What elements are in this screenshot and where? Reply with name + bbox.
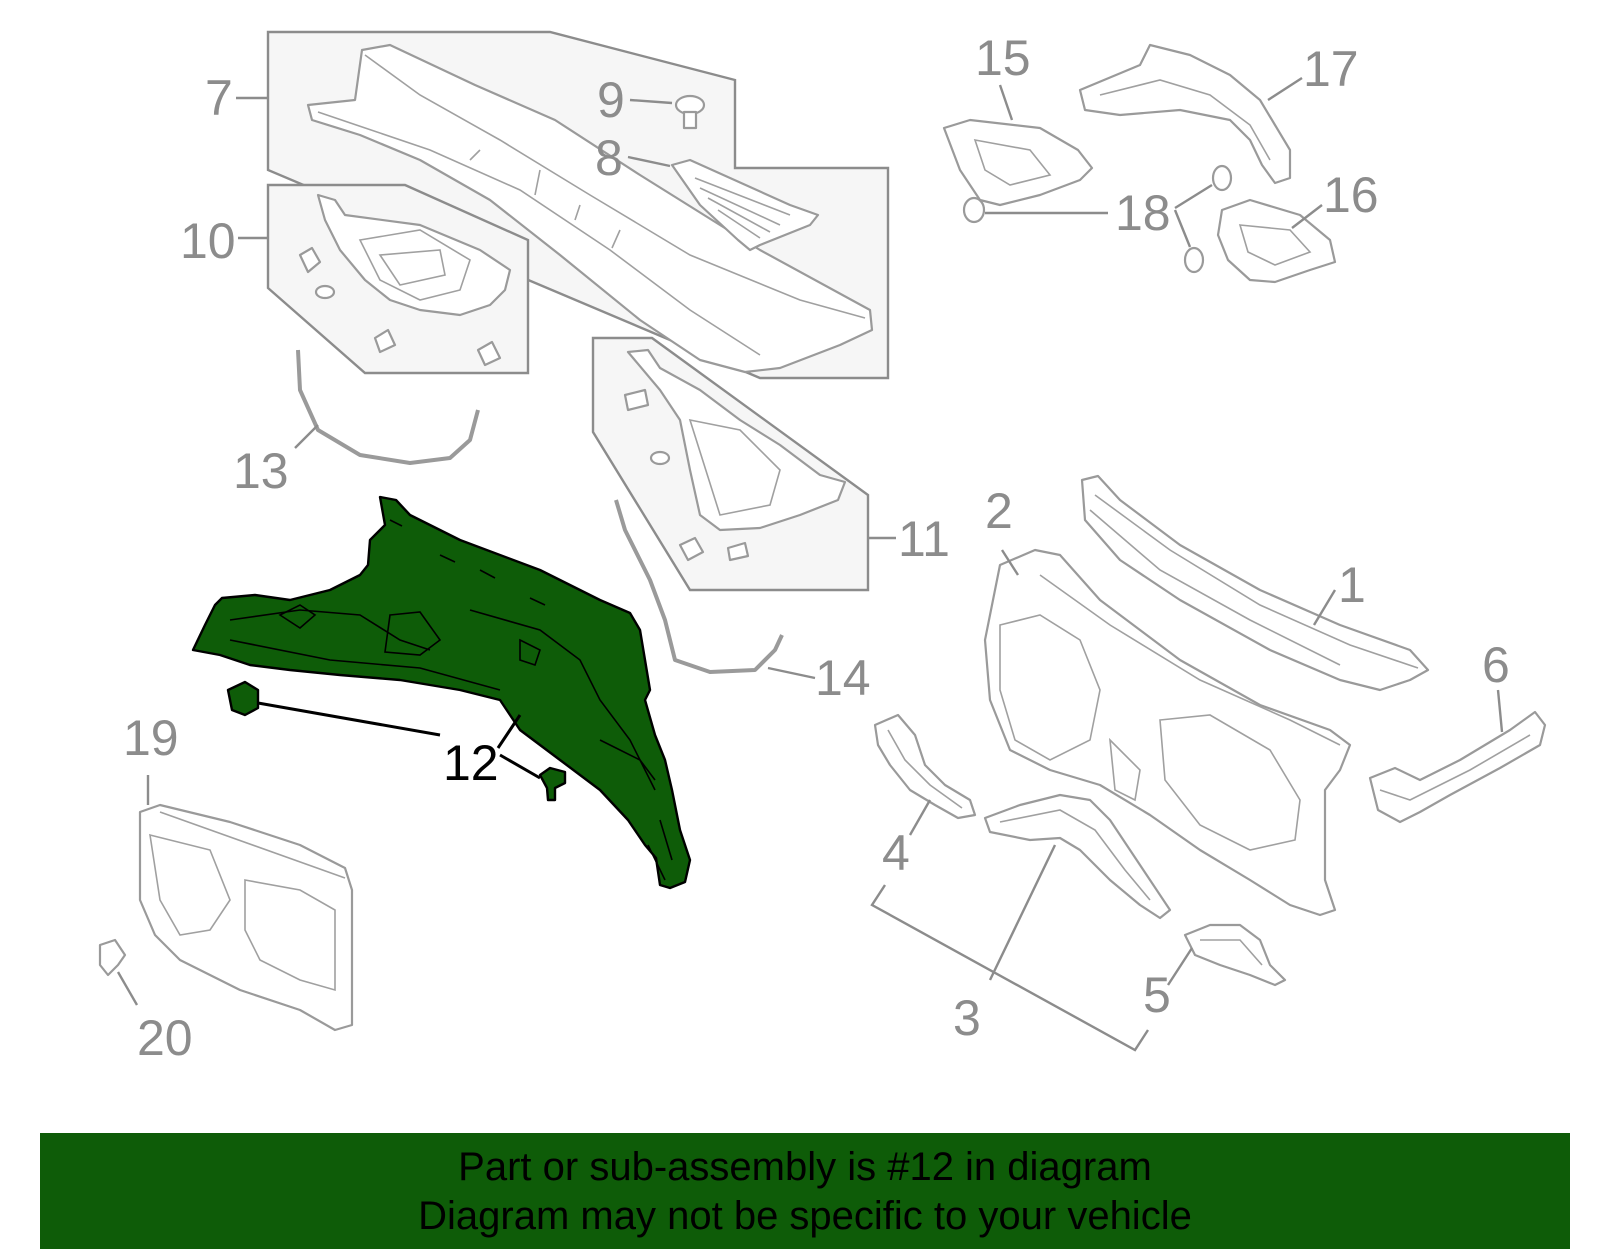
leader-12a [257, 701, 441, 737]
bracket-4-5 [870, 884, 1150, 1052]
part-12-insulator [191, 495, 692, 890]
leader-15 [998, 84, 1014, 121]
part-10-left-panel [298, 193, 512, 367]
leader-4 [908, 799, 932, 836]
part-11-right-panel [623, 348, 847, 562]
callout-9: 9 [597, 72, 625, 128]
callout-1: 1 [1338, 557, 1366, 613]
leader-14 [767, 666, 816, 680]
part-2-dash-panel [983, 548, 1352, 917]
callout-18: 18 [1115, 185, 1171, 241]
part-7-cowl-panel [306, 43, 874, 374]
part-4-bracket [873, 713, 977, 820]
callout-5: 5 [1143, 967, 1171, 1023]
leader-5 [1166, 947, 1194, 986]
callout-6: 6 [1482, 637, 1510, 693]
leader-18 [985, 183, 1213, 248]
callout-7: 7 [205, 70, 233, 126]
callout-16: 16 [1323, 167, 1379, 223]
part-1-cowl-upper [1080, 474, 1430, 692]
callout-19: 19 [123, 710, 179, 766]
callout-3: 3 [953, 990, 981, 1046]
leader-13 [294, 424, 319, 449]
part-8-cowl-grille [670, 158, 820, 252]
callout-13: 13 [233, 443, 289, 499]
part-20-clip [98, 938, 127, 977]
part-17-bracket [1078, 43, 1292, 185]
leader-16 [1291, 204, 1323, 229]
leader-12b [496, 714, 522, 749]
part-13-seal [296, 349, 480, 465]
callout-15: 15 [975, 30, 1031, 86]
callout-11: 11 [898, 511, 950, 567]
callout-14: 14 [815, 650, 871, 706]
leader-2 [1000, 549, 1020, 576]
leader-8 [627, 155, 671, 168]
leader-9 [629, 98, 673, 105]
leader-6 [1496, 689, 1504, 733]
part-12-clip-left [226, 680, 260, 717]
banner-line-disclaimer: Diagram may not be specific to your vehi… [418, 1194, 1192, 1238]
leader-20 [116, 971, 139, 1006]
callout-2: 2 [985, 483, 1013, 539]
callout-4: 4 [882, 825, 910, 881]
part-18-grommets [962, 164, 1233, 274]
callout-12: 12 [443, 735, 499, 791]
part-12-clip-right [538, 766, 567, 802]
part-15-bracket [942, 118, 1094, 207]
part-9-clip [674, 94, 706, 130]
part-3-reinforcement [983, 793, 1172, 920]
leader-17 [1267, 76, 1303, 102]
part-14-seal [614, 499, 784, 674]
part-5-bracket [1183, 923, 1287, 987]
info-banner: Part or sub-assembly is #12 in diagram D… [40, 1133, 1570, 1249]
part-16-bracket [1216, 198, 1337, 284]
part-19-panel [138, 803, 354, 1032]
leader-3 [988, 844, 1057, 981]
callout-20: 20 [137, 1010, 193, 1066]
part-6-bracket [1368, 710, 1547, 824]
leader-12c [499, 753, 541, 780]
leader-1 [1312, 589, 1337, 626]
banner-line-part: Part or sub-assembly is #12 in diagram [458, 1145, 1152, 1189]
callout-8: 8 [595, 130, 623, 186]
callout-10: 10 [180, 213, 236, 269]
callout-17: 17 [1303, 41, 1359, 97]
